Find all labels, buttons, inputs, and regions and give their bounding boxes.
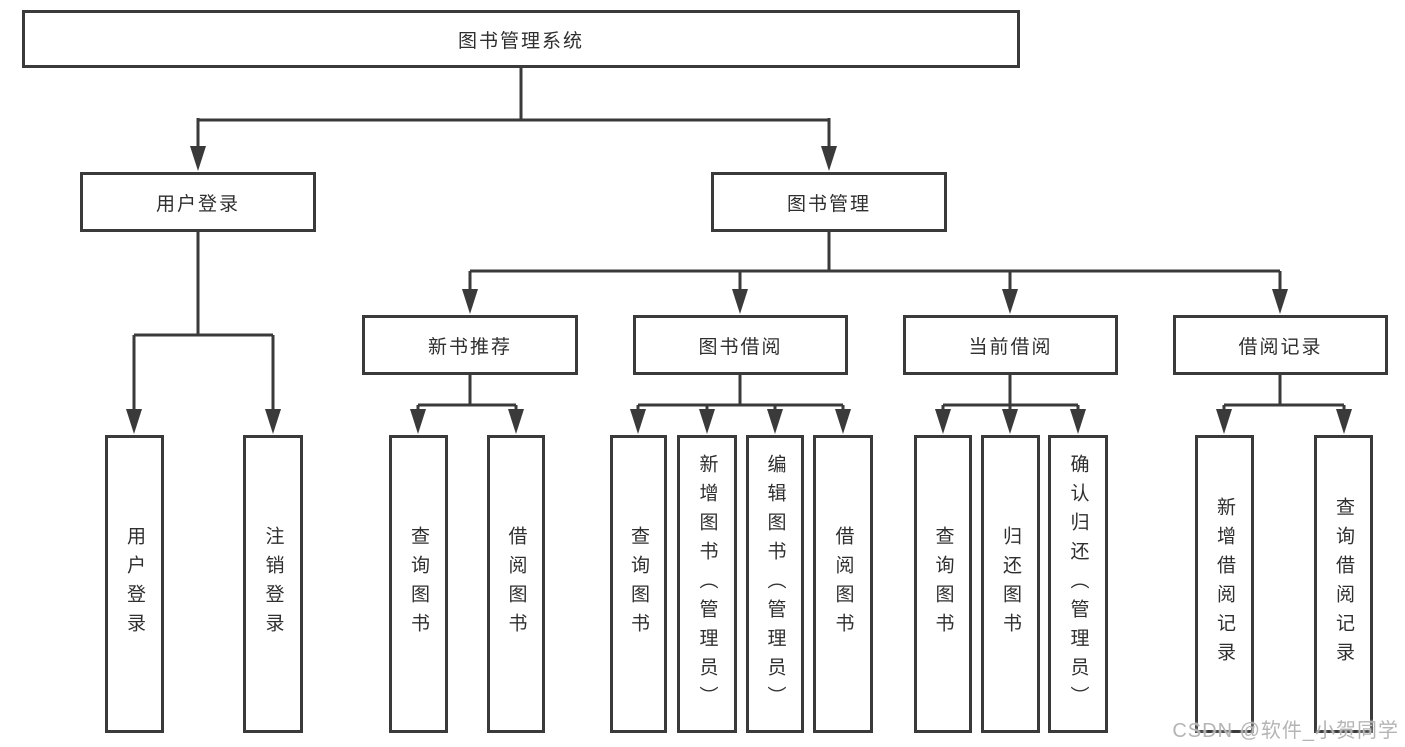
node-label: 借阅记录 [1238, 336, 1323, 358]
node-root-system: 图书管理系统 [22, 10, 1020, 68]
connector-new-book-to-leaves [410, 375, 524, 434]
leaf-label: 确认归还（管理员） [1067, 453, 1089, 715]
leaf-add-borrow-record: 新增借阅记录 [1195, 435, 1254, 733]
connector-book-management-to-level3 [462, 232, 1288, 314]
leaf-borrow-books-newbook: 借阅图书 [487, 435, 545, 733]
node-new-book-recommend: 新书推荐 [362, 315, 578, 375]
leaf-confirm-return-admin: 确认归还（管理员） [1048, 435, 1108, 733]
node-book-borrow: 图书借阅 [633, 315, 848, 375]
connector-user-login-to-leaves [126, 232, 281, 434]
leaf-label: 查询借阅记录 [1333, 497, 1354, 671]
node-label: 当前借阅 [968, 336, 1053, 358]
node-book-management: 图书管理 [711, 172, 947, 232]
leaf-logout: 注销登录 [243, 435, 303, 733]
leaf-edit-books-admin: 编辑图书（管理员） [746, 435, 804, 733]
leaf-label: 编辑图书（管理员） [764, 453, 786, 715]
node-user-login: 用户登录 [80, 172, 316, 232]
leaf-label: 查询图书 [408, 526, 429, 642]
leaf-query-borrow-record: 查询借阅记录 [1314, 435, 1373, 733]
leaf-label: 借阅图书 [505, 526, 527, 642]
leaf-query-books-newbook: 查询图书 [389, 435, 448, 733]
leaf-return-books: 归还图书 [981, 435, 1040, 733]
csdn-watermark: CSDN @软件_小贺同学 [1172, 720, 1399, 742]
leaf-query-books-current: 查询图书 [914, 435, 972, 733]
node-current-borrow: 当前借阅 [903, 315, 1118, 375]
leaf-label: 用户登录 [124, 526, 145, 642]
leaf-query-books-borrow: 查询图书 [610, 435, 667, 733]
leaf-label: 查询图书 [932, 526, 954, 642]
leaf-label: 新增借阅记录 [1214, 497, 1235, 671]
node-label: 用户登录 [155, 193, 240, 215]
node-label: 图书管理 [786, 193, 871, 215]
leaf-label: 新增图书（管理员） [696, 453, 718, 715]
leaf-add-books-admin: 新增图书（管理员） [677, 435, 737, 733]
leaf-label: 借阅图书 [832, 526, 854, 642]
leaf-user-login: 用户登录 [105, 435, 164, 733]
node-borrow-records: 借阅记录 [1173, 315, 1388, 375]
leaf-label: 注销登录 [262, 526, 284, 642]
connector-current-borrow-to-leaves [935, 375, 1086, 434]
connector-book-borrow-to-leaves [630, 375, 851, 434]
connector-borrow-records-to-leaves [1216, 375, 1352, 434]
leaf-label: 归还图书 [1000, 526, 1021, 642]
leaf-borrow-books-borrow: 借阅图书 [813, 435, 873, 733]
connector-root-to-level2 [190, 68, 837, 171]
node-label: 图书借阅 [698, 336, 783, 358]
leaf-label: 查询图书 [628, 526, 649, 642]
node-label: 新书推荐 [427, 336, 512, 358]
node-label: 图书管理系统 [457, 30, 584, 52]
